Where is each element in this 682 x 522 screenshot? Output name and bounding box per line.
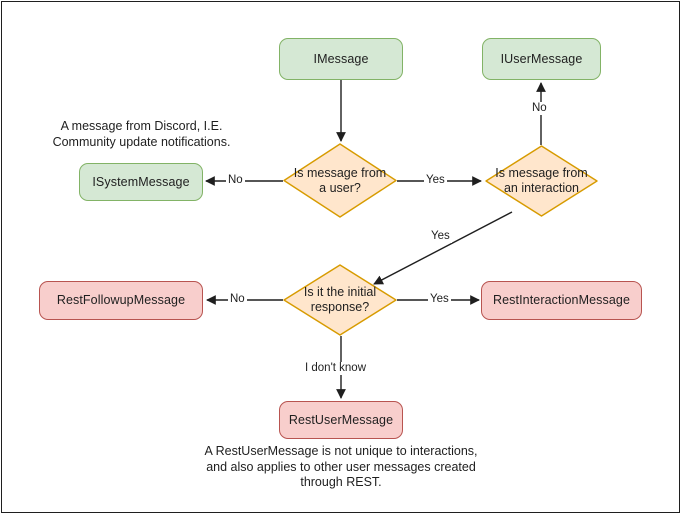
node-decision-from-user-label: Is message from a user? xyxy=(293,165,387,195)
edge-label-initial-response-unknown: I don't know xyxy=(303,362,369,375)
note-isystemmessage: A message from Discord, I.E. Community u… xyxy=(52,119,231,149)
edge-label-from-user-yes: Yes xyxy=(424,174,447,187)
node-restfollowupmessage-label: RestFollowupMessage xyxy=(56,293,186,307)
node-decision-from-interaction-label: Is message from an interaction xyxy=(495,166,588,195)
diamond-shape-from-interaction xyxy=(485,145,598,217)
node-imessage-label: IMessage xyxy=(313,51,369,66)
edge-label-initial-response-no: No xyxy=(228,293,247,306)
edge-label-from-interaction-no: No xyxy=(530,102,549,115)
diamond-shape-initial-response xyxy=(283,264,397,336)
node-iusermessage[interactable]: IUserMessage xyxy=(482,38,601,80)
node-restinteractionmessage[interactable]: RestInteractionMessage xyxy=(481,281,642,320)
node-restfollowupmessage[interactable]: RestFollowupMessage xyxy=(39,281,203,320)
node-iusermessage-label: IUserMessage xyxy=(500,51,583,66)
node-decision-initial-response[interactable]: Is it the initial response? xyxy=(283,264,397,336)
node-isystemmessage[interactable]: ISystemMessage xyxy=(79,163,203,201)
edge-label-from-user-no: No xyxy=(226,174,245,187)
node-decision-initial-response-label: Is it the initial response? xyxy=(303,285,377,314)
node-restusermessage[interactable]: RestUserMessage xyxy=(279,401,403,439)
edge-label-initial-response-yes: Yes xyxy=(428,293,451,306)
node-decision-from-user[interactable]: Is message from a user? xyxy=(283,143,397,218)
node-restinteractionmessage-label: RestInteractionMessage xyxy=(493,293,630,307)
edge-label-from-interaction-yes: Yes xyxy=(429,230,452,243)
diamond-shape-from-user xyxy=(283,143,397,218)
node-decision-from-interaction[interactable]: Is message from an interaction xyxy=(485,145,598,217)
node-restusermessage-label: RestUserMessage xyxy=(288,412,394,427)
note-restusermessage: A RestUserMessage is not unique to inter… xyxy=(204,444,478,489)
node-isystemmessage-label: ISystemMessage xyxy=(92,174,190,189)
node-imessage[interactable]: IMessage xyxy=(279,38,403,80)
